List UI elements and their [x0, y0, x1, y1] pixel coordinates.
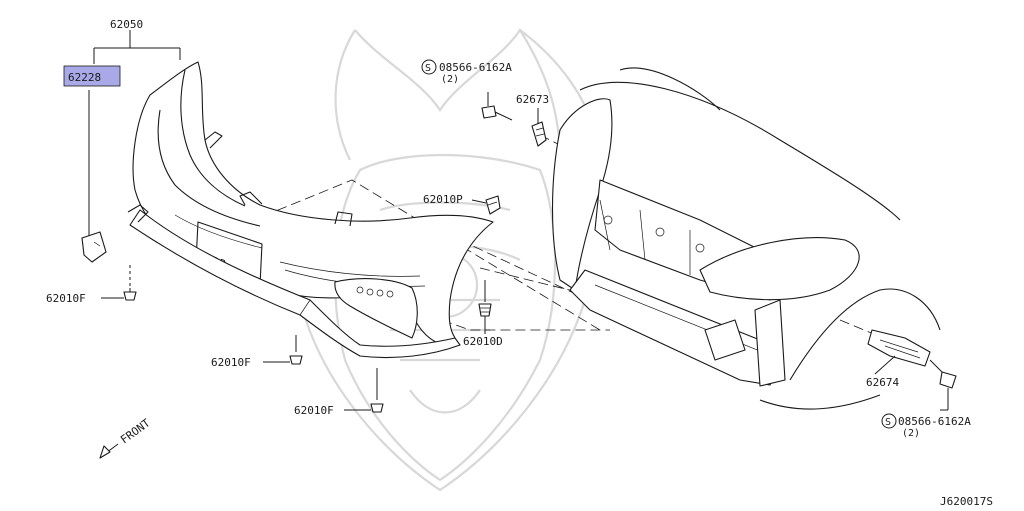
bolt-top-qty: (2): [441, 74, 459, 85]
front-label: FRONT: [118, 416, 153, 446]
bumper-side-bracket-62228[interactable]: [81, 231, 107, 263]
radiator-core-support: [551, 98, 791, 387]
diagram-code: J620017S: [940, 495, 993, 508]
label-62010F-mid: 62010F: [211, 356, 251, 369]
label-bolt-top: S 08566-6162A (2): [421, 59, 512, 85]
bolt-right-number: 08566-6162A: [898, 415, 971, 428]
front-direction-arrow: FRONT: [99, 416, 153, 459]
bolt-top-number: 08566-6162A: [439, 61, 512, 74]
fog-lamp-recess: [334, 278, 418, 339]
bolt-right-symbol: S: [885, 417, 891, 428]
label-62010F-left: 62010F: [46, 292, 86, 305]
bracket-62673[interactable]: [531, 108, 547, 147]
label-62010F-bottom: 62010F: [294, 404, 334, 417]
clip-62010F-mid[interactable]: [289, 335, 303, 365]
label-62010D: 62010D: [463, 335, 503, 348]
label-62010P: 62010P: [423, 193, 463, 206]
label-62050: 62050: [110, 18, 143, 31]
lower-lip-spoiler: [129, 209, 461, 359]
clip-62010F-bottom[interactable]: [370, 368, 384, 413]
fender-and-headlamp: [579, 67, 941, 410]
label-62674: 62674: [866, 376, 899, 389]
label-bolt-right: S 08566-6162A (2): [881, 413, 971, 439]
bracket-62674[interactable]: [867, 329, 931, 367]
clip-62010F-left[interactable]: [123, 265, 137, 301]
front-bumper-fascia[interactable]: SDP: [127, 61, 494, 359]
label-62228[interactable]: 62228: [68, 71, 101, 84]
leader-lines: [88, 30, 948, 411]
bolt-08566-6162A-right[interactable]: [929, 359, 957, 410]
bolt-top-symbol: S: [425, 63, 431, 74]
bolt-08566-6162A-top[interactable]: [481, 92, 513, 121]
clip-62010P[interactable]: [485, 195, 501, 215]
label-62673: 62673: [516, 93, 549, 106]
clip-62010D[interactable]: [478, 280, 492, 317]
bolt-right-qty: (2): [902, 428, 920, 439]
label-62228-highlight: [63, 65, 121, 87]
